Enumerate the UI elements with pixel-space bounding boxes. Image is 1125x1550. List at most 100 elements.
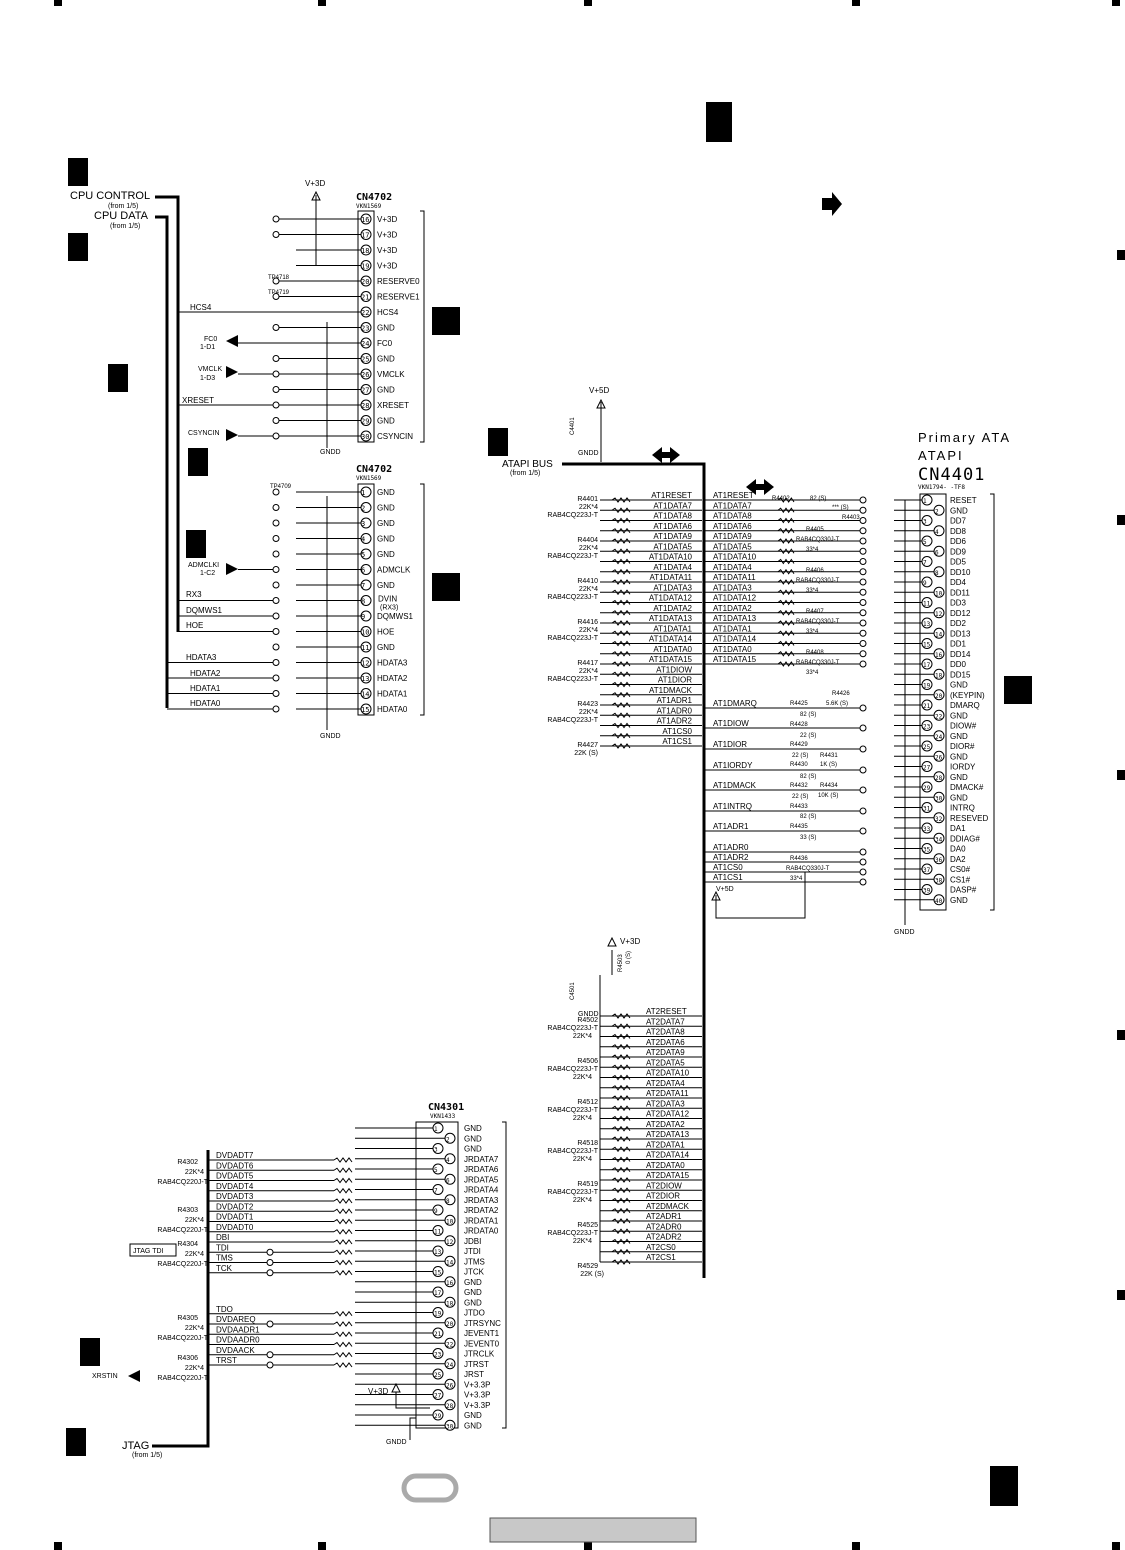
pin-number: 2 [446,1136,450,1143]
test-point [272,674,280,682]
pin-number: 9 [923,580,927,587]
resistor-value: 22K*4 [579,586,598,593]
at1-control-label: AT1CS1 [713,873,743,882]
resistor [611,548,631,555]
jtag-net-label: TDI [216,1243,229,1252]
pin-label: GND [464,1278,482,1287]
at1-right-label: AT1RESET [713,491,754,500]
svg-text:R4425: R4425 [790,701,808,707]
at2-net-label: AT2CS1 [646,1253,676,1262]
resistor [611,640,631,647]
resistor-part: RAB4CQ220J-T [157,1227,208,1234]
pin-label: DIOW# [950,722,977,731]
cn4401-part: VKN1794- -TF8 [918,484,965,491]
pin-label: HDATA3 [377,659,408,668]
at1-series-labels: R4402 82 (S) *** (S) R4403 R4405 RAB4CQ3… [772,496,860,882]
hdata3-net: HDATA3 [186,653,217,662]
at1-net-label: AT1DATA14 [649,635,693,644]
at1-net-label: AT1DIOR [658,676,692,685]
pin-label: JRDATA4 [464,1186,499,1195]
jtag-net-label: DVDAREQ [216,1315,256,1324]
resistor [611,1136,631,1142]
test-point [272,550,280,558]
resistor [611,497,631,503]
jtag-net-label: DVDADT0 [216,1223,254,1232]
resistor [611,517,631,524]
pin-number: 6 [935,549,939,556]
pin-label: DVIN [378,595,397,604]
tp4719-label: TP4719 [268,290,290,296]
pin-number: 19 [361,263,369,271]
pin-label: DD4 [950,578,967,587]
pin-number: 12 [446,1239,454,1246]
resistor-value: 22K*4 [185,1217,204,1224]
pin-number: 10 [446,1218,454,1225]
resistor [611,507,631,514]
vmclk-net: VMCLK [198,366,222,373]
cn4702a-body [357,210,375,443]
pin-number: 24 [935,734,943,741]
resistor [611,1146,631,1153]
at1-right-label: AT1DATA9 [713,532,752,541]
pin-label: GND [950,681,968,690]
resistor-ref: R4305 [177,1315,198,1322]
svg-text:R4435: R4435 [790,824,808,830]
resistor [777,517,795,524]
at1-control-label: AT1ADR2 [713,853,749,862]
jtag-net-label: DVDADT3 [216,1192,254,1201]
at2-net-label: AT2CS0 [646,1243,676,1252]
test-point [859,848,867,856]
test-point [266,1320,274,1328]
test-point [859,766,867,774]
pin-number: 21 [361,294,369,302]
pin-number: 27 [923,765,931,772]
pin-label: HOE [377,628,394,637]
pin-number: 26 [935,754,943,761]
resistor-value: 22K*4 [573,1156,592,1163]
test-point [266,1361,274,1369]
jtag-net-label: DVDADT6 [216,1161,254,1170]
pin-number: 8 [361,598,365,606]
pin-number: 7 [923,560,927,567]
pin-label: GND [464,1298,482,1307]
at1-pullup-resistors: R440122K*4RAB4CQ223J-TR440422K*4RAB4CQ22… [547,496,598,757]
cpu-data-from: (from 1/5) [110,223,140,230]
pin-number: 35 [923,847,931,854]
pin-number: 21 [434,1331,442,1338]
pin-number: 15 [361,706,369,714]
registration-marks [54,0,1125,1550]
at2-net-label: AT2DATA6 [646,1038,685,1047]
resistor [777,497,795,503]
test-point [859,807,867,815]
cn4301-part: VKN1433 [430,1113,456,1120]
at1-control-label: AT1IORDY [713,761,753,770]
resistor-ref: R4529 [577,1263,598,1270]
resistor [611,1248,631,1255]
test-point [859,629,867,637]
resistor [611,1177,631,1183]
at1-net-label: AT1DATA15 [649,655,693,664]
at1-net-label: AT1DATA1 [653,624,692,633]
resistor [611,1218,631,1224]
test-point [272,597,280,604]
jtag-net-label: DVDADT7 [216,1151,254,1160]
test-point [266,1351,274,1359]
cn4301-ref: CN4301 [428,1102,464,1113]
resistor [611,691,631,698]
pin-number: 8 [935,570,939,577]
resistor-part: RAB4CQ220J-T [157,1375,208,1382]
pin-number: 2 [361,505,365,513]
c4401-label: C4401 [570,417,576,435]
resistor-part: RAB4CQ223J-T [547,553,598,560]
resistor-part: RAB4CQ223J-T [547,1230,598,1237]
admclki-ref: 1-C2 [200,570,215,577]
pin-number: 18 [935,672,943,679]
pin-number: 29 [361,418,369,426]
csyncin-net: CSYNCIN [188,430,220,437]
pin-label: DD15 [950,670,971,679]
resistor [333,1269,353,1276]
resistor-ref: R4423 [577,701,598,708]
pin-number: 2 [935,508,939,515]
test-point [272,401,280,409]
